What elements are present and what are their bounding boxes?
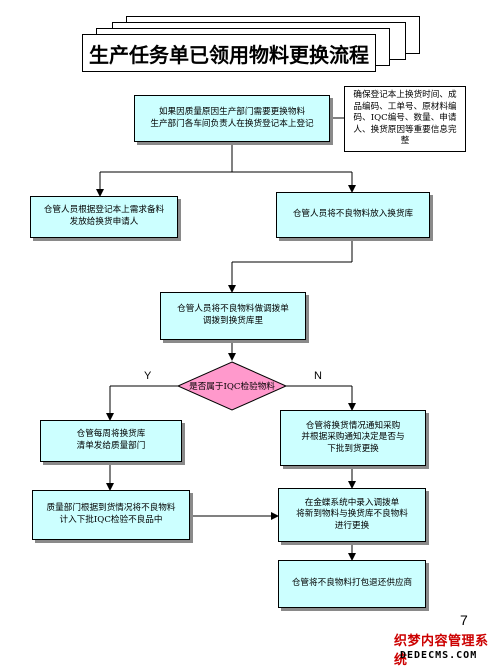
note-box: 确保登记本上换货时间、成品编码、工单号、原材料编码、IQC编号、数量、申请人、换… bbox=[344, 86, 466, 152]
quality-box: 质量部门根据到货情况将不良物料 计入下批IQC检验不良品中 bbox=[32, 490, 190, 540]
page-number: 7 bbox=[460, 612, 468, 628]
system-box: 在金蝶系统中录入调拨单 将新到物料与换货库不良物料 进行更换 bbox=[278, 488, 426, 542]
watermark-text: 织梦内容管理系统 bbox=[394, 634, 489, 668]
right1-box: 仓管人员将不良物料放入换货库 bbox=[276, 192, 430, 238]
return-box: 仓管将不良物料打包退还供应商 bbox=[278, 560, 426, 608]
yes-branch-box: 仓管每周将换货库 清单发给质量部门 bbox=[40, 420, 182, 462]
no-label: N bbox=[314, 370, 322, 382]
start-box: 如果因质量原因生产部门需要更换物料 生产部门各车间负责人在换货登记本上登记 bbox=[134, 95, 330, 142]
decision-label: 是否属于IQC检验物料 bbox=[189, 382, 275, 392]
decision-diamond bbox=[176, 361, 288, 411]
left1-box: 仓管人员根据登记本上需求备料 发放给换货申请人 bbox=[30, 196, 178, 238]
yes-label: Y bbox=[144, 370, 152, 382]
watermark-domain: DEDECMS.COM bbox=[400, 650, 478, 661]
title-frame: 生产任务单已领用物料更换流程 bbox=[80, 16, 420, 76]
middle-box: 仓管人员将不良物料做调拨单 调拨到换货库里 bbox=[160, 292, 306, 340]
no-branch-box: 仓管将换货情况通知采购 并根据采购通知决定是否与 下批到货更换 bbox=[280, 410, 426, 466]
page-title: 生产任务单已领用物料更换流程 bbox=[82, 34, 376, 72]
